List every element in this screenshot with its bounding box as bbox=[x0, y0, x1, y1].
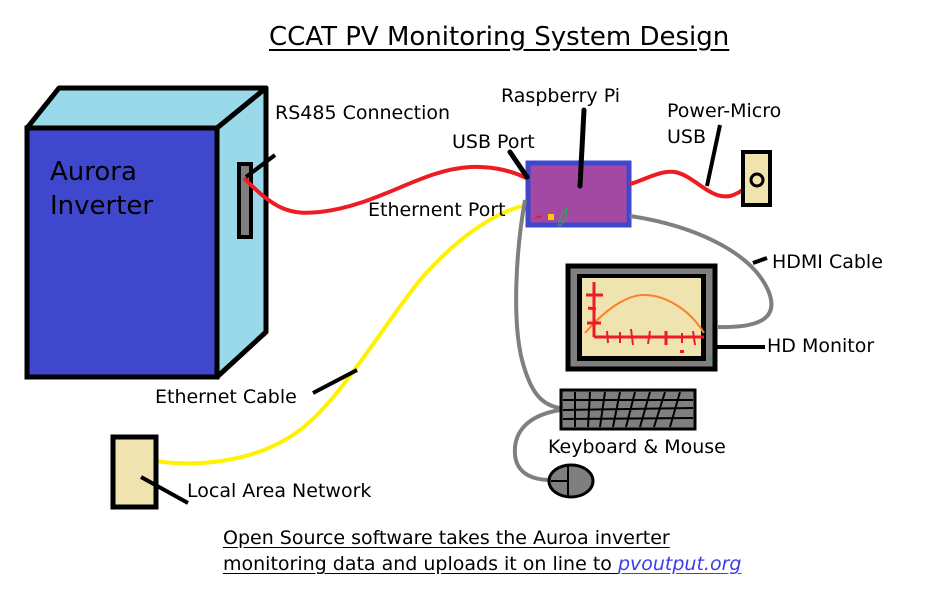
pvoutput-link[interactable]: pvoutput.org bbox=[617, 553, 742, 575]
key-col-line bbox=[669, 391, 681, 428]
mouse-cable bbox=[512, 408, 561, 482]
screen-chart bbox=[584, 282, 705, 353]
mouse-body bbox=[547, 463, 595, 499]
keyboard-mouse-label: Keyboard & Mouse bbox=[548, 436, 726, 458]
power-outlet bbox=[741, 150, 772, 207]
ethernet-cable-leader-line bbox=[312, 368, 358, 395]
key-row-line bbox=[562, 407, 694, 411]
key-col-line bbox=[587, 391, 591, 428]
chart-x-tick bbox=[630, 328, 634, 346]
raspberry-pi bbox=[507, 107, 632, 228]
monitor-power-led bbox=[709, 357, 712, 360]
keyboard-cable bbox=[514, 199, 561, 410]
footer-line2: monitoring data and uploads it on line t… bbox=[223, 553, 618, 575]
hd-monitor bbox=[565, 263, 765, 372]
footer-line1: Open Source software takes the Auroa inv… bbox=[223, 527, 670, 549]
hdmi-leader-line bbox=[752, 256, 768, 265]
pi-led-yellow bbox=[548, 214, 554, 220]
rs485-leader-line bbox=[244, 153, 277, 179]
power-leader-line bbox=[705, 124, 722, 187]
keyboard bbox=[559, 388, 697, 431]
diagram-title: CCAT PV Monitoring System Design bbox=[269, 22, 730, 52]
lan-label: Local Area Network bbox=[187, 480, 372, 502]
hd-monitor-label: HD Monitor bbox=[767, 335, 875, 357]
outlet-socket bbox=[749, 172, 765, 188]
lan-jack bbox=[110, 434, 189, 510]
mouse bbox=[547, 463, 595, 499]
power-micro-usb-label-line2: USB bbox=[667, 126, 707, 148]
lan-leader-line bbox=[140, 475, 189, 505]
key-col-line bbox=[639, 391, 651, 428]
ethernet-port-label: Ethernent Port bbox=[368, 199, 506, 221]
inverter-label-line2: Inverter bbox=[50, 191, 154, 221]
power-micro-usb-label-line1: Power-Micro bbox=[667, 100, 782, 122]
pi-leader-line bbox=[577, 107, 587, 189]
chart-x-tick bbox=[647, 330, 651, 345]
rs485-connection-label: RS485 Connection bbox=[275, 102, 451, 124]
chart-point bbox=[680, 350, 684, 353]
chart-x-tick bbox=[606, 330, 609, 344]
key-col-line bbox=[653, 391, 666, 428]
pi-led-green bbox=[557, 206, 568, 227]
chart-y-tick bbox=[587, 306, 597, 311]
key-col-line bbox=[625, 391, 636, 428]
ethernet-cable-label: Ethernet Cable bbox=[155, 386, 297, 408]
usb-cable bbox=[242, 164, 529, 215]
chart-x-tick bbox=[692, 330, 696, 346]
raspberry-pi-label: Raspberry Pi bbox=[501, 85, 621, 107]
ethernet-cable bbox=[143, 204, 523, 466]
lan-plate bbox=[110, 434, 159, 510]
hdmi-cable bbox=[629, 214, 774, 330]
inverter-label-line1: Aurora bbox=[50, 157, 137, 187]
inverter-front-face bbox=[24, 125, 220, 380]
hdmi-cable-label: HDMI Cable bbox=[772, 251, 883, 273]
aurora-inverter bbox=[24, 85, 269, 380]
power-cable bbox=[629, 169, 757, 199]
usb-port-leader-line bbox=[507, 149, 530, 180]
footer-note: Open Source software takes the Auroa inv… bbox=[223, 525, 741, 577]
pi-led-red bbox=[534, 215, 543, 219]
key-col-line bbox=[599, 391, 606, 428]
inverter-label: Aurora Inverter bbox=[50, 155, 153, 223]
usb-port-label: USB Port bbox=[452, 131, 535, 153]
key-col-line bbox=[612, 391, 621, 428]
chart-curve bbox=[584, 293, 705, 334]
